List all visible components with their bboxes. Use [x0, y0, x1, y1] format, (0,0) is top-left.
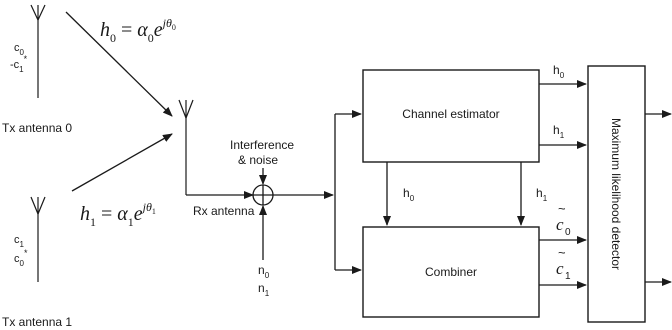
tx1-label: Tx antenna 1 — [2, 315, 72, 329]
combiner-label: Combiner — [425, 265, 477, 279]
antenna-icon — [30, 196, 46, 282]
channel-estimator-label: Channel estimator — [402, 107, 499, 121]
interference-label-1: Interference — [230, 138, 294, 152]
antenna-icon — [30, 4, 46, 98]
tx-antenna-0: c0 -c1* Tx antenna 0 — [2, 4, 72, 135]
rx-antenna: Rx antenna — [178, 99, 255, 218]
tx0-symbol-2: -c1* — [10, 54, 28, 74]
c1-tilde-label: ~ c 1 — [556, 245, 571, 282]
tx1-symbol-2: c0* — [14, 248, 28, 268]
h1-out-label: h1 — [553, 123, 565, 140]
rx-label: Rx antenna — [193, 204, 255, 218]
h1-equation: h1 = α1ejθ1 — [80, 200, 156, 229]
interference-label-2: & noise — [238, 153, 278, 167]
svg-text:~: ~ — [558, 201, 566, 216]
channel-estimator-block — [362, 69, 540, 163]
h0-out-label: h0 — [553, 63, 565, 80]
noise-n1: n1 — [258, 281, 270, 298]
tx0-label: Tx antenna 0 — [2, 121, 72, 135]
adder-node — [252, 184, 274, 206]
path-h0-arrow — [65, 11, 173, 117]
ml-detector-block — [587, 65, 646, 323]
combiner-block — [362, 226, 540, 318]
h0-mid-label: h0 — [403, 186, 415, 203]
tx1-symbol-1: c1 — [14, 234, 25, 249]
svg-text:~: ~ — [558, 245, 566, 260]
noise-n0: n0 — [258, 263, 270, 280]
ml-detector-label: Maximum likelihood detector — [609, 118, 623, 270]
svg-text:0: 0 — [565, 227, 571, 238]
antenna-icon — [178, 99, 194, 195]
c0-tilde-label: ~ c 0 — [556, 201, 571, 238]
svg-text:c: c — [556, 259, 564, 278]
svg-text:c: c — [556, 215, 564, 234]
h0-equation: h0 = α0ejθ0 — [100, 16, 176, 45]
path-h1-arrow — [71, 133, 173, 192]
svg-text:1: 1 — [565, 271, 571, 282]
tx-antenna-1: c1 c0* Tx antenna 1 — [2, 196, 72, 329]
h1-mid-label: h1 — [536, 186, 548, 203]
tx0-symbol-1: c0 — [14, 42, 25, 57]
